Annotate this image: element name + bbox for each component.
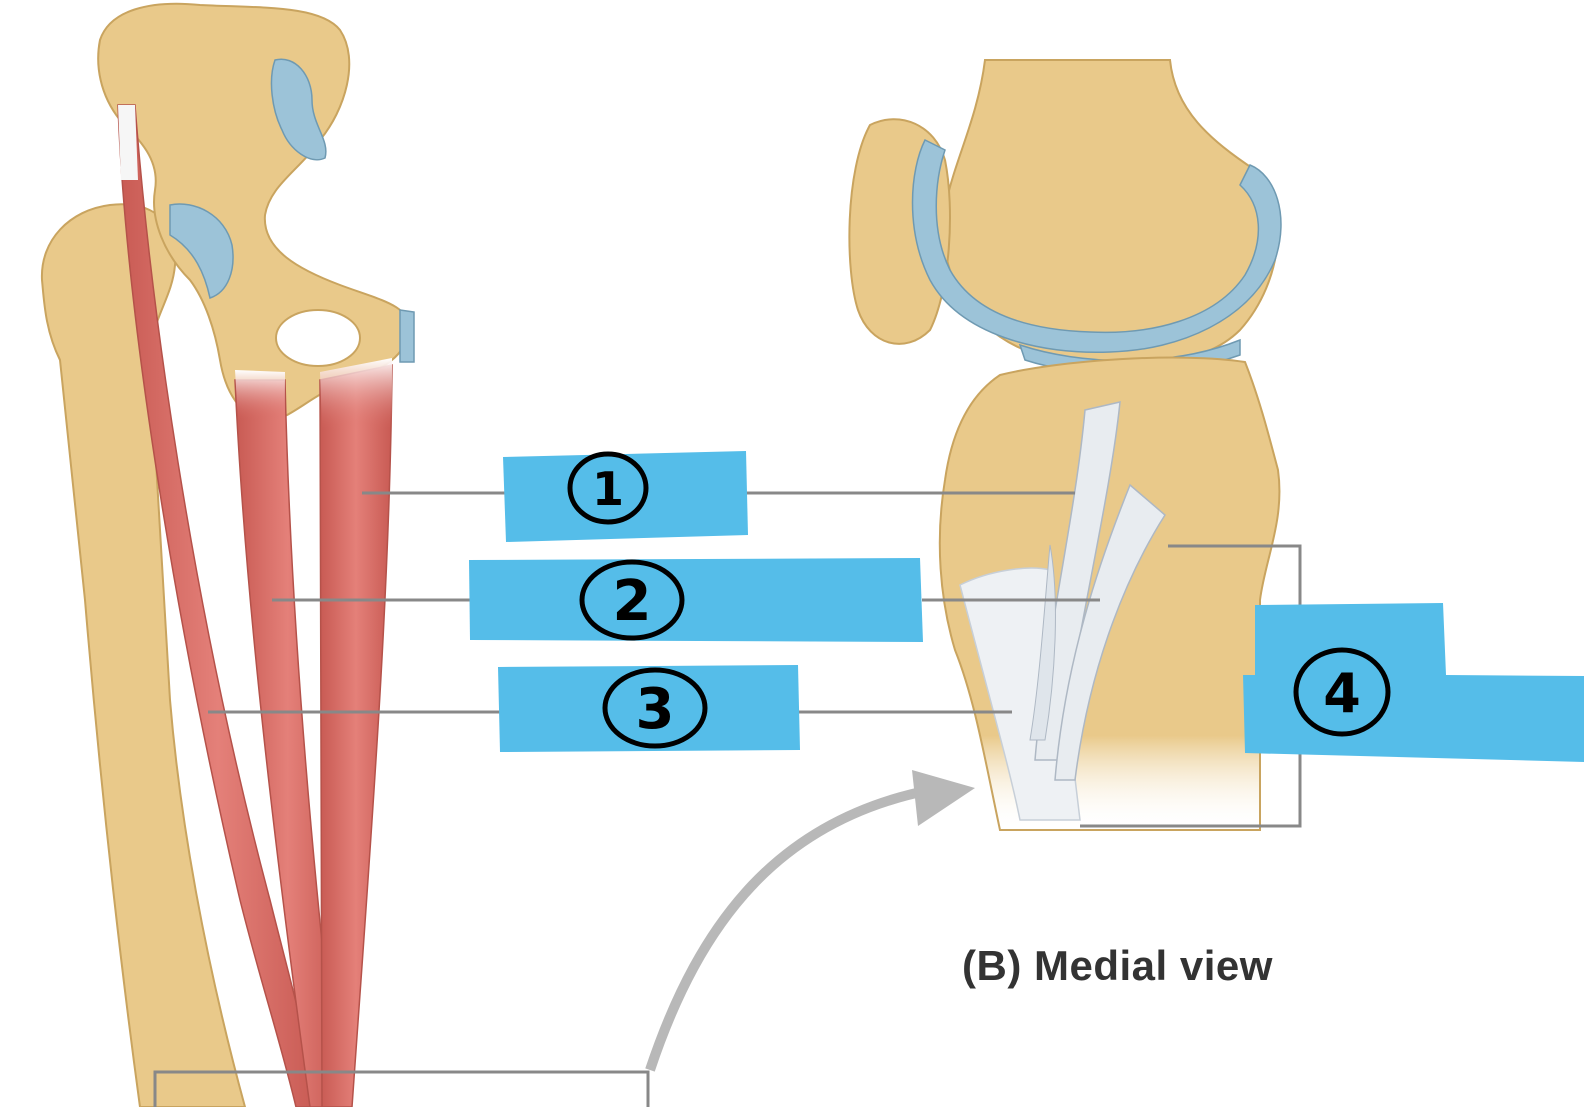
sartorius-muscle — [117, 104, 319, 1107]
femoral-cartilage — [911, 138, 1282, 354]
label-box-1 — [503, 451, 748, 542]
circle-4 — [1293, 647, 1391, 737]
label-box-3 — [498, 665, 800, 752]
muscle-origin-tendon-b — [320, 358, 392, 430]
circle-1 — [567, 451, 649, 525]
label-number-4: 4 — [1323, 662, 1361, 725]
semitendinosus-muscle — [319, 364, 393, 1107]
acetabulum-cartilage — [169, 203, 234, 299]
circled-numbers — [567, 451, 1391, 749]
gracilis-muscle — [234, 379, 341, 1107]
label-number-1: 1 — [592, 462, 624, 516]
label-number-2: 2 — [613, 569, 652, 634]
label-number-3: 3 — [636, 677, 675, 742]
circle-3 — [602, 667, 708, 749]
connector-arrowhead — [912, 770, 975, 826]
connector-arrow — [645, 785, 931, 1072]
knee-medial-view — [848, 59, 1282, 831]
pubic-cartilage — [399, 309, 415, 363]
semitendinosus-tendon — [1029, 544, 1056, 741]
auricular-cartilage — [270, 58, 327, 161]
sartorius-tendon-origin — [118, 105, 138, 180]
muscle-origin-tendon-a — [235, 370, 285, 420]
label-boxes — [469, 451, 1584, 762]
obturator-foramen — [275, 309, 361, 367]
view-caption: (B) Medial view — [962, 942, 1273, 989]
label-box-2 — [469, 558, 923, 642]
pelvis-femur-view — [40, 2, 415, 1107]
label-box-4 — [1243, 603, 1584, 762]
circle-2 — [579, 559, 685, 641]
gracilis-tendon — [1054, 483, 1166, 781]
callout-bracket-bottom — [153, 1070, 650, 1107]
